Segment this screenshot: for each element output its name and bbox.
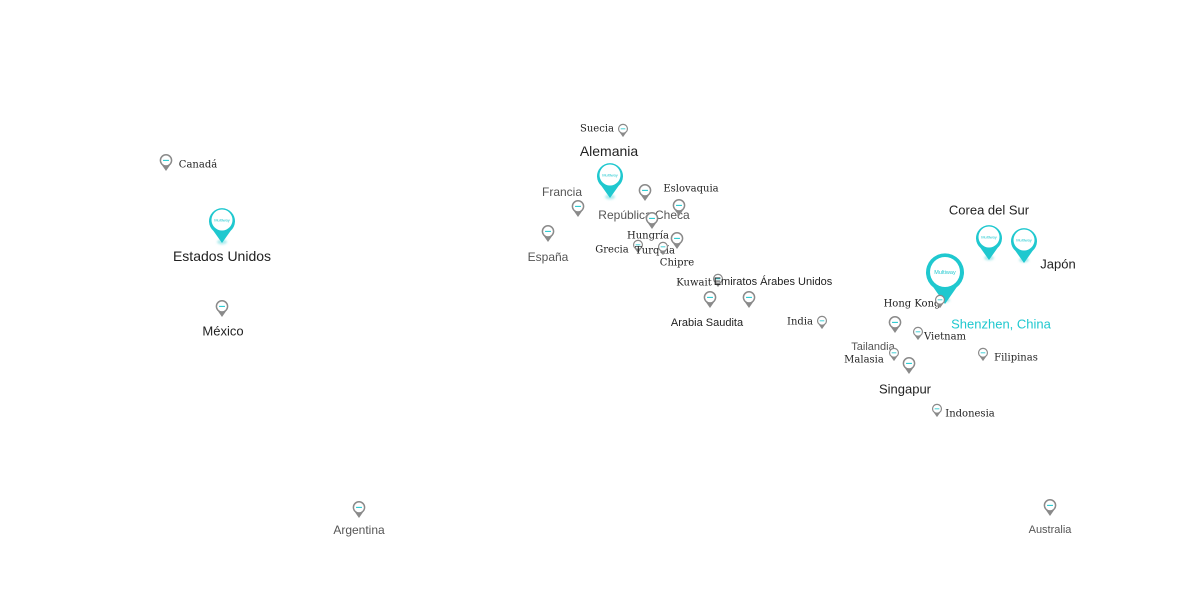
location-label-filipinas: Filipinas	[994, 352, 1038, 364]
location-pin-icon-singapur[interactable]	[902, 356, 917, 375]
location-label-mexico: México	[202, 323, 244, 339]
location-pin-icon-malasia[interactable]	[888, 347, 900, 362]
location-label-emiratos: Emiratos Árabes Unidos	[713, 276, 833, 288]
location-label-turquia: Turquía	[635, 245, 675, 257]
location-label-malasia: Malasia	[844, 354, 884, 366]
location-label-tailandia: Tailandia	[851, 341, 895, 353]
office-pin-icon-japon[interactable]	[1008, 225, 1040, 265]
location-pin-icon-arabia[interactable]	[703, 290, 718, 309]
location-label-usa: Estados Unidos	[172, 248, 272, 264]
location-label-hungria: Hungría	[627, 230, 669, 242]
location-pin-icon-tailandia[interactable]	[888, 315, 903, 334]
location-label-japon: Japón	[1040, 256, 1076, 272]
location-pin-icon-indonesia[interactable]	[931, 403, 943, 418]
location-pin-icon-espana[interactable]	[541, 224, 556, 243]
location-label-suecia: Suecia	[580, 123, 614, 135]
location-label-alemania: Alemania	[579, 143, 639, 159]
location-pin-icon-emiratos[interactable]	[742, 290, 757, 309]
headquarters-label: Shenzhen, China	[951, 316, 1051, 332]
location-label-canada: Canadá	[178, 159, 218, 171]
location-label-chipre: Chipre	[659, 257, 695, 269]
location-label-australia: Australia	[1028, 524, 1072, 536]
location-label-argentina: Argentina	[333, 523, 385, 537]
location-pin-icon-india[interactable]	[816, 315, 828, 330]
location-label-grecia: Grecia	[595, 244, 629, 256]
location-pin-icon-canada[interactable]	[159, 153, 174, 172]
location-pin-icon-vietnam[interactable]	[912, 326, 924, 341]
location-label-rep-checa: República Checa	[598, 208, 690, 222]
location-pin-icon-suecia[interactable]	[617, 123, 629, 138]
location-label-india: India	[787, 316, 813, 328]
location-label-arabia: Arabia Saudita	[670, 317, 744, 329]
location-label-francia: Francia	[541, 185, 583, 199]
location-label-corea: Corea del Sur	[948, 202, 1030, 218]
location-pin-icon-hungria[interactable]	[645, 211, 660, 230]
location-pin-icon-argentina[interactable]	[352, 500, 367, 519]
location-label-eslovaquia: Eslovaquia	[663, 183, 719, 195]
location-pin-icon-chipre[interactable]	[670, 231, 685, 250]
location-label-espana: España	[527, 250, 569, 264]
location-label-singapur: Singapur	[878, 381, 932, 397]
office-pin-icon-corea[interactable]	[973, 222, 1005, 262]
location-pin-icon-hongkong[interactable]	[934, 294, 946, 309]
location-label-vietnam: Vietnam	[923, 331, 967, 343]
location-pin-icon-turquia[interactable]	[657, 241, 669, 256]
location-label-indonesia: Indonesia	[945, 408, 995, 420]
office-pin-icon-usa[interactable]	[206, 205, 238, 245]
location-pin-icon-mexico[interactable]	[215, 299, 230, 318]
location-pin-icon-francia[interactable]	[571, 199, 586, 218]
location-pin-icon-eslovaquia[interactable]	[672, 198, 687, 217]
office-pin-icon-alemania[interactable]	[594, 160, 626, 200]
location-label-kuwait: Kuwait	[676, 277, 712, 289]
location-pin-icon-rep-checa[interactable]	[638, 183, 653, 202]
location-pin-icon-filipinas[interactable]	[977, 347, 989, 362]
location-pin-icon-australia[interactable]	[1043, 498, 1058, 517]
location-label-hongkong: Hong Kong	[883, 298, 941, 310]
